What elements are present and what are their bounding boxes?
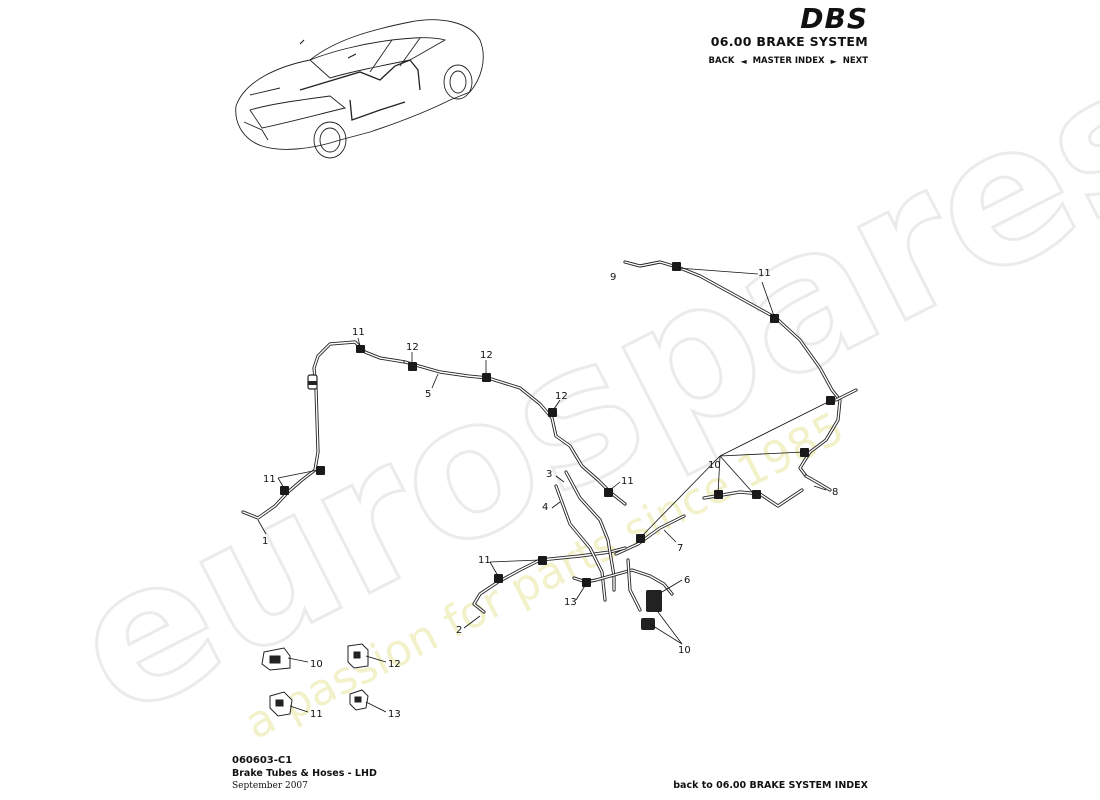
callout-11: 11	[478, 555, 491, 566]
callout-1: 1	[262, 536, 268, 547]
diagram-info: 060603-C1 Brake Tubes & Hoses - LHD Sept…	[232, 754, 377, 793]
callout-10: 10	[708, 460, 721, 471]
part-6-fitting	[641, 590, 662, 630]
callout-2: 2	[456, 625, 462, 636]
brand-logo: DBS	[800, 2, 868, 35]
callout-12: 12	[555, 391, 568, 402]
callout-4: 4	[542, 502, 548, 513]
diagram-code: 060603-C1	[232, 755, 293, 766]
callout-numbers: 11 12 12 12 5 11 1 9 11 11 10 8 3 4 7 11…	[262, 268, 838, 720]
callout-8: 8	[832, 487, 838, 498]
back-link[interactable]: BACK	[708, 56, 735, 66]
diagram-date: September 2007	[232, 781, 308, 791]
navigation-bar: BACK ◄ MASTER INDEX ► NEXT	[709, 56, 868, 66]
back-arrow-icon: ◄	[740, 56, 747, 66]
next-arrow-icon: ►	[830, 56, 837, 66]
leader-lines	[257, 267, 829, 713]
callout-9: 9	[610, 272, 616, 283]
clip-parts	[261, 643, 369, 717]
callout-6: 6	[684, 575, 690, 586]
callout-13: 13	[564, 597, 577, 608]
tube-2	[472, 546, 627, 614]
callout-11: 11	[758, 268, 771, 279]
next-link[interactable]: NEXT	[842, 56, 868, 66]
callout-11: 11	[621, 476, 634, 487]
clips	[280, 262, 835, 587]
callout-3: 3	[546, 469, 552, 480]
callout-11: 11	[310, 709, 323, 720]
watermark: eurospares a passion for parts since 198…	[39, 16, 1100, 761]
callout-10: 10	[678, 645, 691, 656]
diagram-description: Brake Tubes & Hoses - LHD	[232, 768, 377, 779]
callout-7: 7	[677, 543, 683, 554]
watermark-brand: eurospares	[40, 18, 1100, 760]
callout-12: 12	[406, 342, 419, 353]
page-title: 06.00 BRAKE SYSTEM	[710, 34, 868, 49]
callout-13: 13	[388, 709, 401, 720]
tube-7	[614, 514, 686, 556]
callout-12: 12	[480, 350, 493, 361]
callout-11: 11	[263, 474, 276, 485]
tube-5	[403, 360, 627, 506]
car-illustration	[235, 19, 484, 159]
callout-10: 10	[310, 659, 323, 670]
tube-9	[623, 260, 858, 492]
back-to-index-link[interactable]: back to 06.00 BRAKE SYSTEM INDEX	[673, 780, 868, 791]
callout-11: 11	[352, 327, 365, 338]
callout-12: 12	[388, 659, 401, 670]
master-index-link[interactable]: MASTER INDEX	[752, 56, 825, 66]
tube-8	[702, 488, 804, 508]
callout-5: 5	[425, 389, 431, 400]
